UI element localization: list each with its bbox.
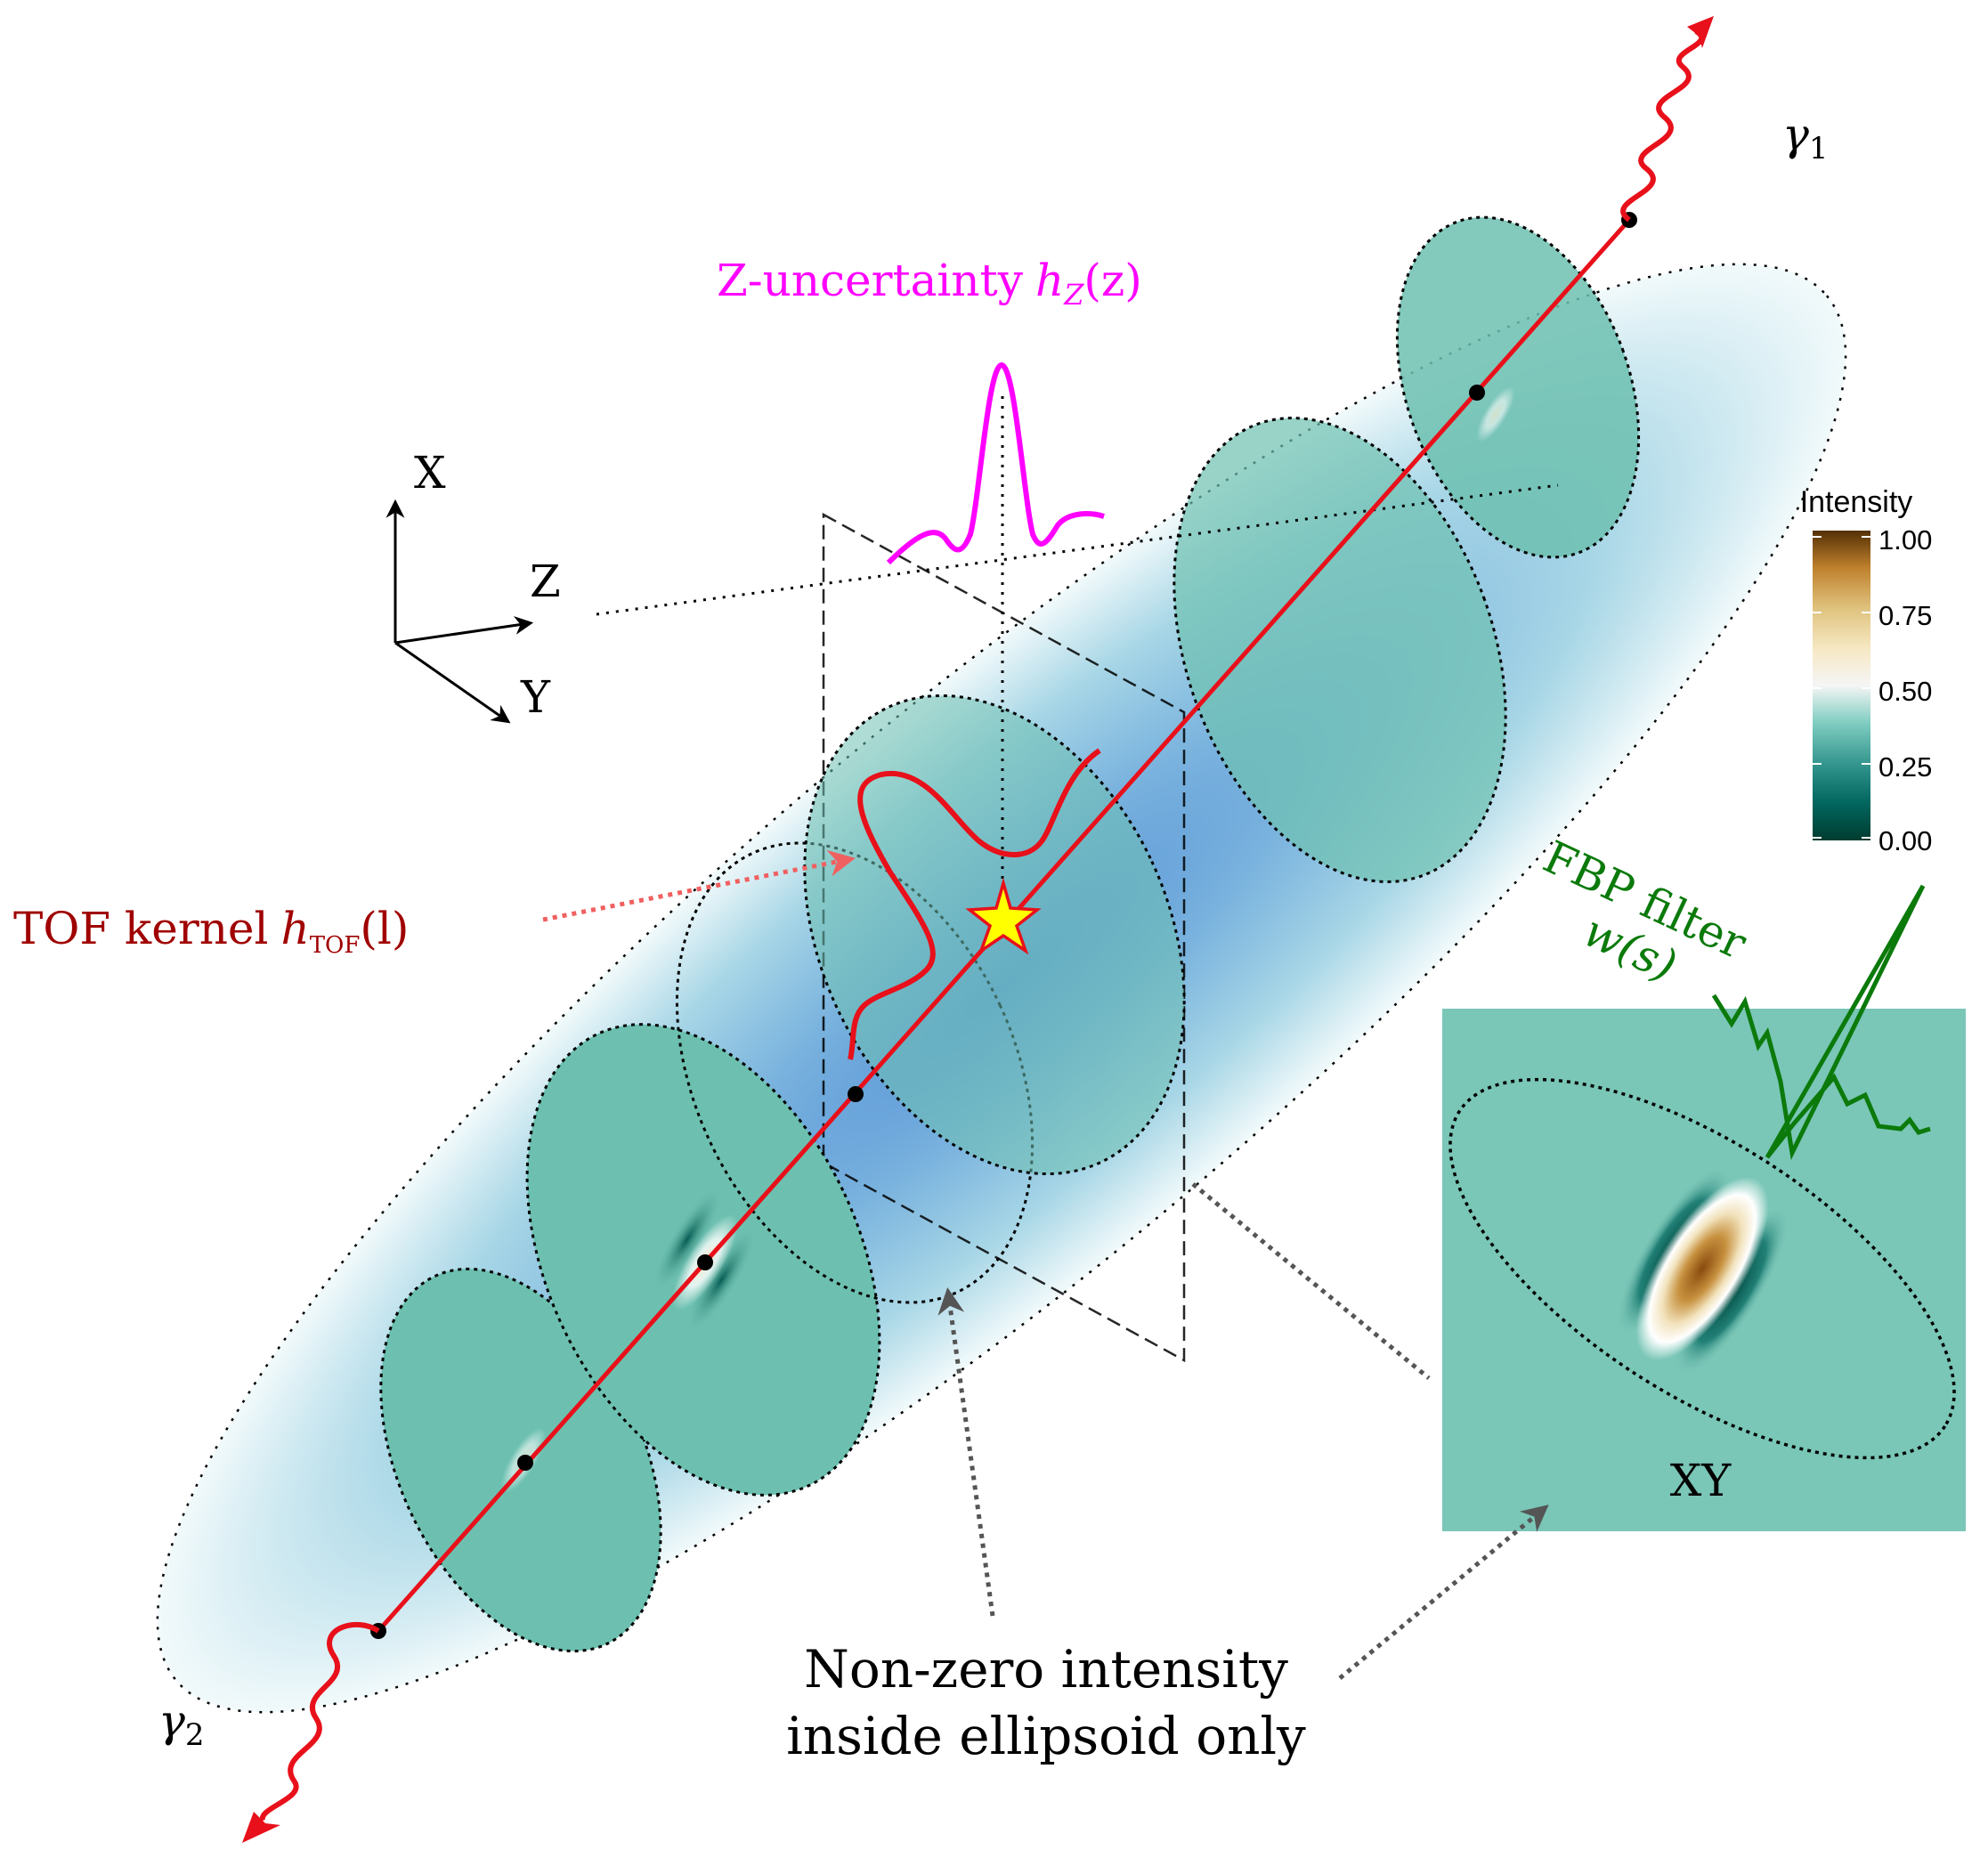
colorbar-gradient — [1813, 531, 1870, 840]
colorbar-tick-5: 0.00 — [1878, 825, 1932, 856]
annotation-arrows — [937, 1182, 1549, 1680]
colorbar: Intensity 1.00 0.75 0.50 0.25 0.00 — [1800, 485, 1933, 856]
gamma2-label: γ2 — [158, 1695, 205, 1753]
z-uncertainty-curve — [886, 361, 1105, 565]
fbp-filter-curve — [1711, 884, 1931, 1161]
note-line1: Non-zero intensity — [804, 1639, 1288, 1700]
dashed-plane — [822, 512, 1186, 1363]
tof-kernel-curve — [848, 748, 1101, 1060]
colorbar-tick-1: 1.00 — [1878, 524, 1932, 556]
inset-xy-panel: XY — [1442, 1009, 1966, 1531]
photon-gamma1-arrowhead — [1687, 16, 1714, 48]
colorbar-tick-2: 0.75 — [1878, 600, 1932, 631]
projection-lines — [596, 396, 1559, 926]
slice-2-dark-b — [685, 1226, 758, 1335]
slices — [379, 215, 1641, 1653]
emission-star — [965, 877, 1042, 955]
axis-y-label: Y — [520, 671, 551, 723]
colorbar-tick-marks — [1813, 536, 1870, 839]
inset-label: XY — [1670, 1455, 1732, 1506]
slice-5 — [1173, 417, 1507, 883]
photon-gamma2 — [259, 1621, 380, 1821]
photon-gamma1 — [1620, 28, 1705, 223]
coordinate-axes — [385, 499, 534, 724]
slice-6 — [1395, 215, 1641, 559]
gamma1-label: γ1 — [1782, 109, 1829, 166]
axis-x-label: X — [414, 447, 446, 499]
colorbar-tick-4: 0.25 — [1878, 751, 1932, 783]
slice-6-blob — [1476, 385, 1515, 442]
slice-2-dark-a — [651, 1185, 724, 1294]
axis-z-label: Z — [530, 556, 561, 607]
note-line2: inside ellipsoid only — [786, 1706, 1306, 1766]
inset-ellipse — [1448, 1077, 1956, 1460]
colorbar-title: Intensity — [1800, 485, 1913, 519]
tof-kernel-arrow — [542, 849, 856, 922]
colorbar-tick-3: 0.50 — [1878, 676, 1932, 707]
inset-blob — [1635, 1176, 1769, 1361]
photon-gamma2-arrowhead — [242, 1812, 280, 1843]
